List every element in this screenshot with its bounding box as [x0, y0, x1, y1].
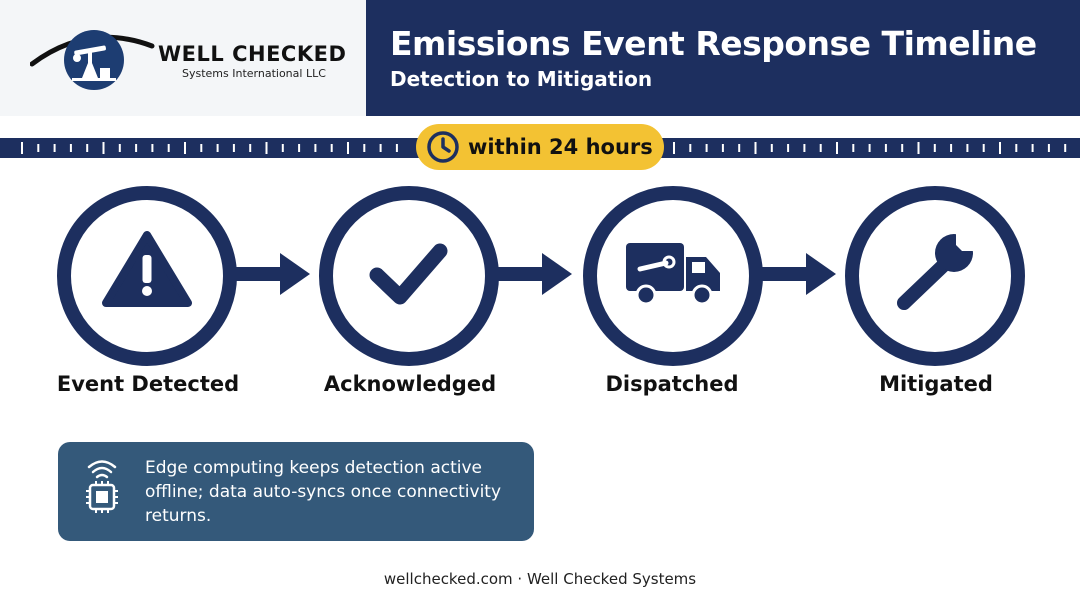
step-event-detected: [57, 186, 237, 366]
footer-text: wellchecked.com · Well Checked Systems: [383, 570, 697, 588]
step-acknowledged: [319, 186, 499, 366]
service-truck-icon: [626, 243, 720, 306]
arrow-3: [760, 253, 836, 295]
step-label-acknowledged: Acknowledged: [323, 372, 497, 396]
step-mitigated: [845, 186, 1025, 366]
arrow-1: [234, 253, 310, 295]
edge-computing-note: Edge computing keeps detection active of…: [58, 442, 534, 541]
clock-icon: [427, 131, 459, 163]
duration-badge: within 24 hours: [416, 124, 664, 170]
wireless-chip-icon: [86, 460, 118, 513]
duration-label: within 24 hours: [468, 135, 653, 159]
step-label-event-detected: Event Detected: [56, 372, 240, 396]
step-label-dispatched: Dispatched: [605, 372, 739, 396]
page-subtitle: Detection to Mitigation: [390, 67, 653, 91]
logo-name: WELL CHECKED: [158, 42, 347, 66]
header-title-panel: [366, 0, 1080, 116]
page-title: Emissions Event Response Timeline: [390, 24, 1037, 63]
arrow-2: [496, 253, 572, 295]
pumpjack-eye-logo-icon: [30, 30, 155, 90]
wrench-icon: [897, 231, 977, 310]
logo-tagline: Systems International LLC: [182, 67, 326, 80]
note-text: Edge computing keeps detection active of…: [145, 458, 502, 526]
warning-icon: [102, 231, 192, 307]
header-logo-panel: WELL CHECKED Systems International LLC: [0, 0, 366, 116]
step-label-mitigated: Mitigated: [879, 372, 993, 396]
step-dispatched: [583, 186, 763, 366]
checkmark-icon: [369, 243, 448, 305]
